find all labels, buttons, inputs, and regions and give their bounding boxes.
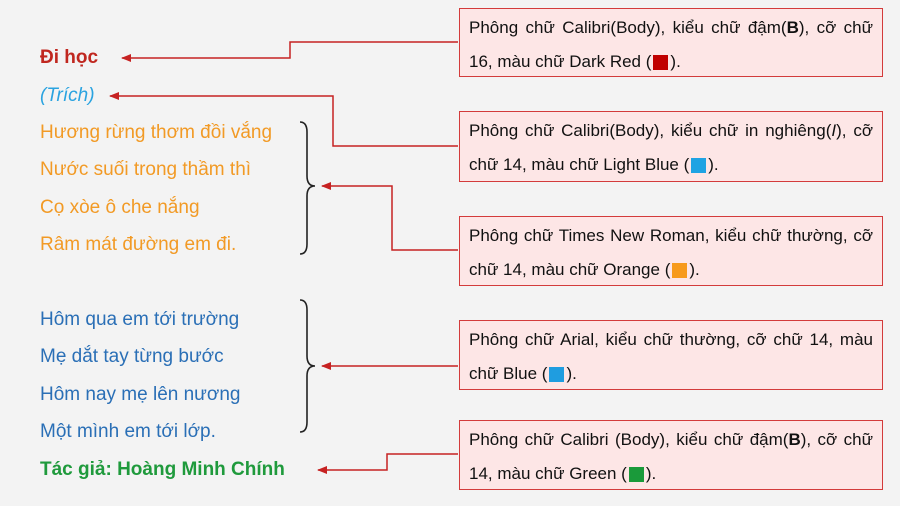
- poem-excerpt-label: (Trích): [40, 85, 95, 106]
- color-swatch-green: [628, 467, 644, 482]
- color-swatch-orange: [672, 263, 688, 278]
- stanza2-line-2: Mẹ dắt tay từng bước: [40, 346, 224, 367]
- annotation-author-format: Phông chữ Calibri (Body), kiểu chữ đậm(B…: [459, 420, 883, 490]
- arrow-title: [121, 41, 458, 62]
- stanza2-line-4: Một mình em tới lớp.: [40, 421, 216, 442]
- stanza2-line-1: Hôm qua em tới trường: [40, 309, 240, 330]
- stanza1-line-4: Râm mát đường em đi.: [40, 234, 237, 255]
- arrow-author: [317, 453, 458, 474]
- stanza1-line-1: Hương rừng thơm đồi vắng: [40, 122, 273, 143]
- poem-title: Đi học: [40, 47, 99, 68]
- stanza1-line-3: Cọ xòe ô che nắng: [40, 197, 200, 218]
- arrow-stanza1: [321, 182, 458, 251]
- arrow-excerpt: [109, 92, 458, 147]
- color-swatch-dark-red: [653, 55, 669, 70]
- poem-author: Tác giả: Hoàng Minh Chính: [40, 459, 285, 480]
- annotation-title-format: Phông chữ Calibri(Body), kiểu chữ đậm(B)…: [459, 8, 883, 77]
- annotation-stanza2-format: Phông chữ Arial, kiểu chữ thường, cỡ chữ…: [459, 320, 883, 390]
- brace-stanza1: [299, 121, 316, 255]
- annotation-stanza1-format: Phông chữ Times New Roman, kiểu chữ thườ…: [459, 216, 883, 286]
- stanza1-line-2: Nước suối trong thầm thì: [40, 159, 252, 180]
- brace-stanza2: [299, 299, 316, 433]
- stanza2-line-3: Hôm nay mẹ lên nương: [40, 384, 241, 405]
- annotation-excerpt-format: Phông chữ Calibri(Body), kiểu chữ in ngh…: [459, 111, 883, 182]
- color-swatch-blue: [549, 367, 565, 382]
- color-swatch-light-blue: [691, 158, 707, 173]
